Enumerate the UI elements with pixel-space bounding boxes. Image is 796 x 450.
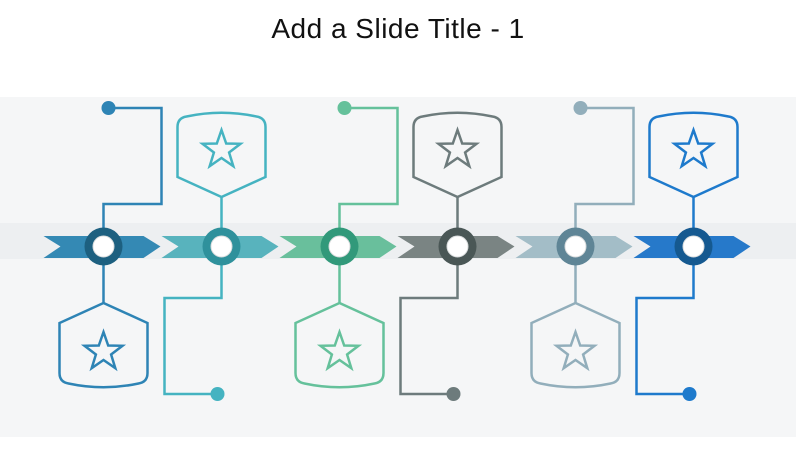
star-icon: [316, 328, 363, 372]
star-icon: [80, 328, 127, 372]
star-icon: [670, 126, 717, 170]
star-badge: [412, 111, 503, 199]
star-icon: [198, 126, 245, 170]
connector-line: [635, 197, 695, 396]
timeline-node-center: [682, 235, 705, 258]
star-badge: [176, 111, 267, 199]
connector-line: [102, 106, 163, 303]
connector-dot: [573, 101, 588, 115]
star-badge: [530, 301, 621, 389]
connector-line: [163, 197, 223, 396]
timeline-node-center: [92, 235, 115, 258]
connector-line: [338, 106, 399, 303]
connector-dot: [682, 387, 697, 401]
timeline-node-center: [328, 235, 351, 258]
connector-dot: [337, 101, 352, 115]
timeline-segment-3[interactable]: [279, 101, 399, 389]
connector-line: [399, 197, 459, 396]
connector-line: [574, 106, 635, 303]
star-badge: [294, 301, 385, 389]
timeline-node-center: [446, 235, 469, 258]
timeline-segment-6[interactable]: [633, 111, 751, 401]
connector-dot: [101, 101, 116, 115]
star-icon: [434, 126, 481, 170]
timeline-segment-2[interactable]: [161, 111, 279, 401]
timeline-node-center: [564, 235, 587, 258]
connector-dot: [210, 387, 225, 401]
timeline-node-center: [210, 235, 233, 258]
timeline-segment-5[interactable]: [515, 101, 635, 389]
star-badge: [648, 111, 739, 199]
star-badge: [58, 301, 149, 389]
star-icon: [552, 328, 599, 372]
slide-title[interactable]: Add a Slide Title - 1: [271, 13, 525, 44]
timeline-segment-4[interactable]: [397, 111, 515, 401]
timeline-segment-1[interactable]: [43, 101, 163, 389]
connector-dot: [446, 387, 461, 401]
